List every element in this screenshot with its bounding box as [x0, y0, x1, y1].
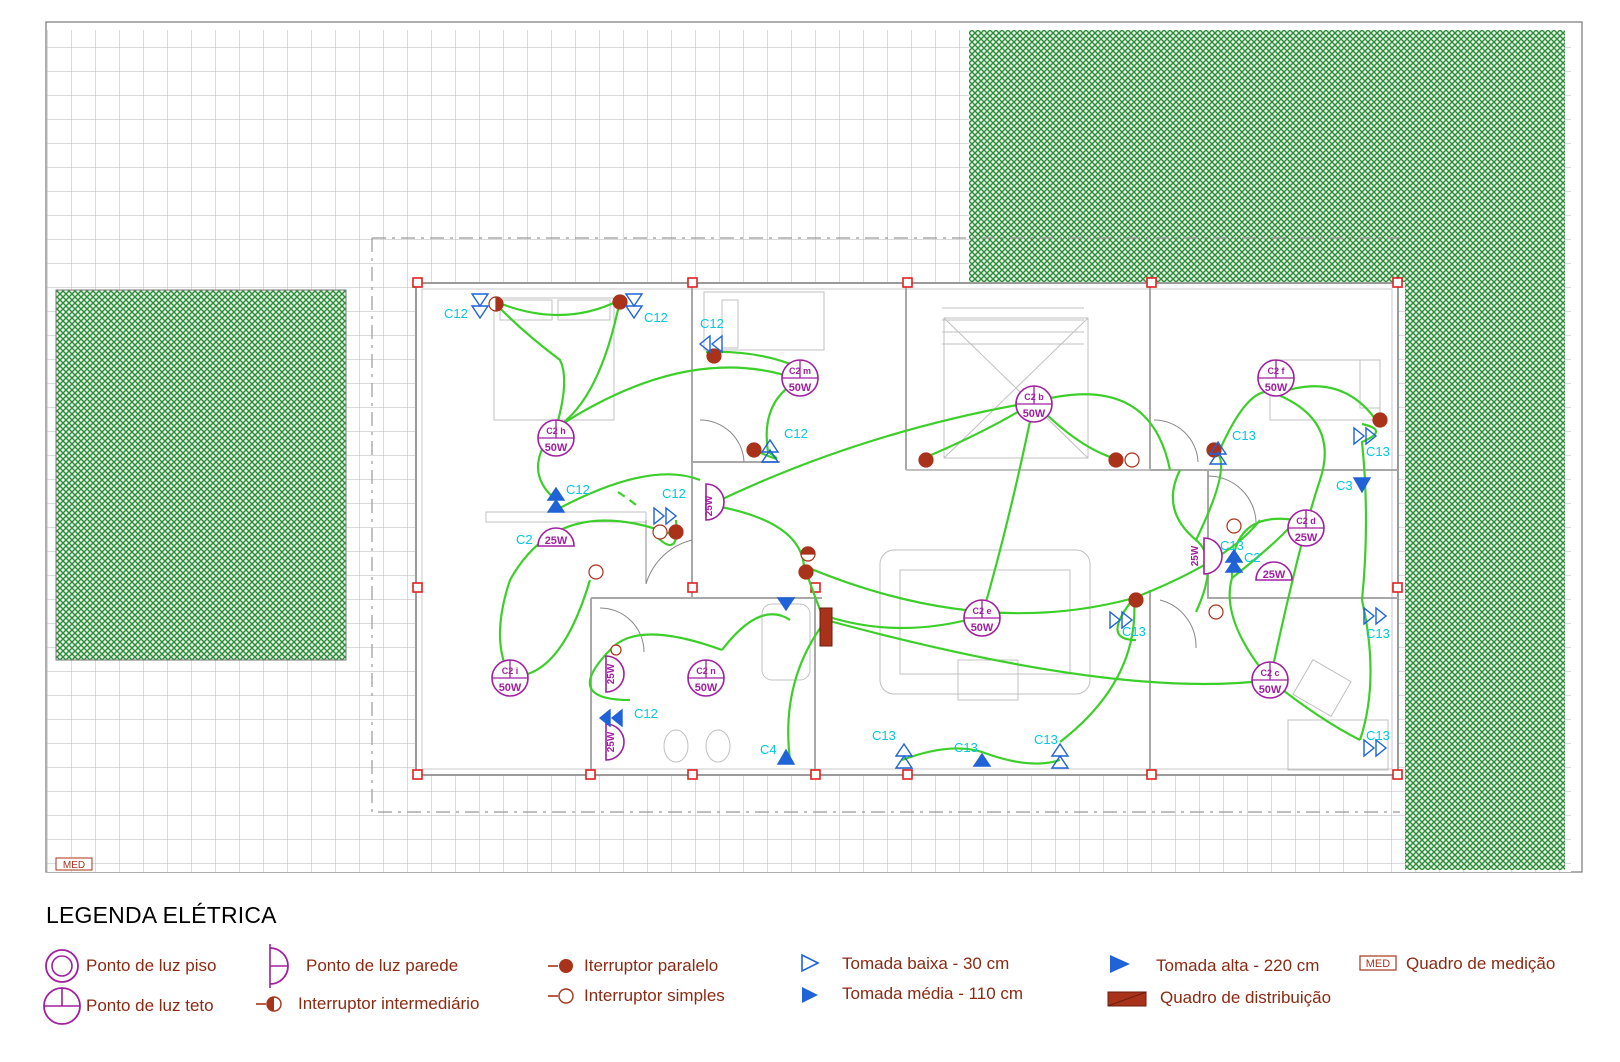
- floor-light-icon: [45, 949, 79, 983]
- circuit-label: C2: [1244, 550, 1261, 565]
- distribution-board-icon: [1107, 991, 1147, 1007]
- lamp-watt: 50W: [971, 622, 994, 634]
- intermediate-switch-icon: [256, 996, 282, 1012]
- structural-pillars: [412, 277, 1403, 780]
- meter-board-icon: [1359, 955, 1397, 971]
- lamp-id: C2 e: [972, 606, 991, 616]
- lamp-watt: 50W: [1265, 382, 1288, 394]
- legend-wall-light: Ponto de luz parede: [306, 956, 459, 975]
- lamp-id: C2 h: [546, 426, 566, 436]
- circuit-label: C2: [516, 532, 533, 547]
- legend-floor-light: Ponto de luz piso: [86, 956, 217, 975]
- lamp-id: C2 m: [789, 366, 811, 376]
- legend-low-outlet: Tomada baixa - 30 cm: [842, 954, 1010, 973]
- lamp-watt: 25W: [704, 495, 715, 516]
- ceiling-light-icon: [43, 987, 81, 1025]
- lamp-c2f: C2 f 50W: [1257, 359, 1295, 397]
- simple-switch-icon: [548, 988, 574, 1004]
- circuit-label: C13: [1122, 624, 1146, 639]
- circuit-labels: C12 C12 C12 C12 C12 C12 C2 C12 C4 C13 C1…: [444, 306, 1390, 757]
- lamp-watt: 50W: [695, 682, 718, 694]
- lamp-c2i: C2 i 50W: [491, 659, 529, 697]
- legend-mid-outlet: Tomada média - 110 cm: [842, 984, 1024, 1003]
- circuit-label: C12: [700, 316, 724, 331]
- circuit-label: C13: [1366, 728, 1390, 743]
- circuit-label: C12: [566, 482, 590, 497]
- lamp-watt: 25W: [545, 535, 568, 547]
- circuit-label: C12: [644, 310, 668, 325]
- furniture: [485, 291, 1389, 771]
- wall-light-icon: [269, 944, 289, 988]
- distribution-board: [819, 607, 833, 647]
- lamp-watt: 25W: [1190, 545, 1201, 566]
- lamp-id: C2 i: [502, 666, 519, 676]
- circuit-label: C13: [1220, 538, 1244, 553]
- circuit-label: C12: [444, 306, 468, 321]
- wall-lamp-c2-hall: 25W: [704, 483, 725, 521]
- lamp-c2b: C2 b 50W: [1015, 385, 1053, 423]
- parallel-switch-icon: [548, 959, 573, 973]
- legend-simple-switch: Interruptor simples: [584, 986, 725, 1005]
- wall-lamp-b2: 25W: [1255, 561, 1293, 581]
- lamp-c2m: C2 m 50W: [781, 359, 819, 397]
- lamp-id: C2 b: [1024, 392, 1044, 402]
- lamp-c2c: C2 c 50W: [1251, 661, 1289, 699]
- circuit-label: C12: [784, 426, 808, 441]
- legend-distribution-board: Quadro de distribuição: [1160, 988, 1332, 1007]
- circuit-label: C13: [1366, 626, 1390, 641]
- low-outlet-icon: [801, 953, 820, 973]
- legend-title: LEGENDA ELÉTRICA: [46, 902, 277, 928]
- wall-lamp-k: 25W: [537, 527, 575, 547]
- legend-high-outlet: Tomada alta - 220 cm: [1156, 956, 1320, 975]
- lamp-id: C2 c: [1260, 668, 1279, 678]
- legend-intermediate-switch: Interruptor intermediário: [298, 994, 480, 1013]
- wall-lamps: 25W 25W 25W 25W 25W 25W: [537, 483, 1293, 761]
- wall-lamp-g: 25W: [1190, 537, 1223, 575]
- lamp-watt: 50W: [1023, 408, 1046, 420]
- wall-lamp-bath2: 25W: [605, 723, 625, 761]
- legend-meter-board: Quadro de medição: [1406, 954, 1556, 973]
- lamp-c2e: C2 e 50W: [963, 599, 1001, 637]
- legend-ceiling-light: Ponto de luz teto: [86, 996, 214, 1015]
- circuit-label: C4: [760, 742, 777, 757]
- circuit-label: C13: [1034, 732, 1058, 747]
- circuit-label: C3: [1336, 478, 1353, 493]
- lamp-watt: 50W: [545, 442, 568, 454]
- circuit-label: C13: [872, 728, 896, 743]
- lamp-watt: 25W: [606, 663, 617, 684]
- lamp-watt: 25W: [1295, 532, 1318, 544]
- circuit-label: C13: [954, 740, 978, 755]
- high-outlet-icon: [1110, 955, 1130, 973]
- circuit-label: C13: [1366, 444, 1390, 459]
- legend-meter-tag: MED: [1366, 958, 1391, 970]
- plan-meter-box: [55, 857, 93, 871]
- switches: [488, 294, 1388, 656]
- lamp-watt: 50W: [789, 382, 812, 394]
- circuit-label: C12: [634, 706, 658, 721]
- legend-symbols: MED: [43, 944, 1397, 1025]
- garden-top-right: [969, 30, 1565, 282]
- lamp-id: C2 n: [696, 666, 716, 676]
- doors: [599, 419, 1257, 653]
- lamp-c2h: C2 h 50W: [537, 419, 575, 457]
- mid-outlet-icon: [802, 987, 818, 1003]
- legend-parallel-switch: Iterruptor paralelo: [584, 956, 719, 975]
- circuit-label: C13: [1232, 428, 1256, 443]
- plan-meter-tag: MED: [63, 860, 85, 871]
- circuit-label: C12: [662, 486, 686, 501]
- lamp-watt: 50W: [499, 682, 522, 694]
- lamp-watt: 25W: [606, 731, 617, 752]
- lamp-c2d: C2 d 25W: [1287, 509, 1325, 547]
- wall-lamp-bath1: 25W: [605, 655, 625, 693]
- lamp-watt: 50W: [1259, 684, 1282, 696]
- lamp-c2n: C2 n 50W: [687, 659, 725, 697]
- lamp-watt: 25W: [1263, 569, 1286, 581]
- outlets: [470, 293, 1388, 769]
- garden-left: [56, 290, 346, 660]
- garden-right: [1405, 280, 1565, 870]
- lamp-id: C2 f: [1267, 366, 1285, 376]
- lamp-id: C2 d: [1296, 516, 1316, 526]
